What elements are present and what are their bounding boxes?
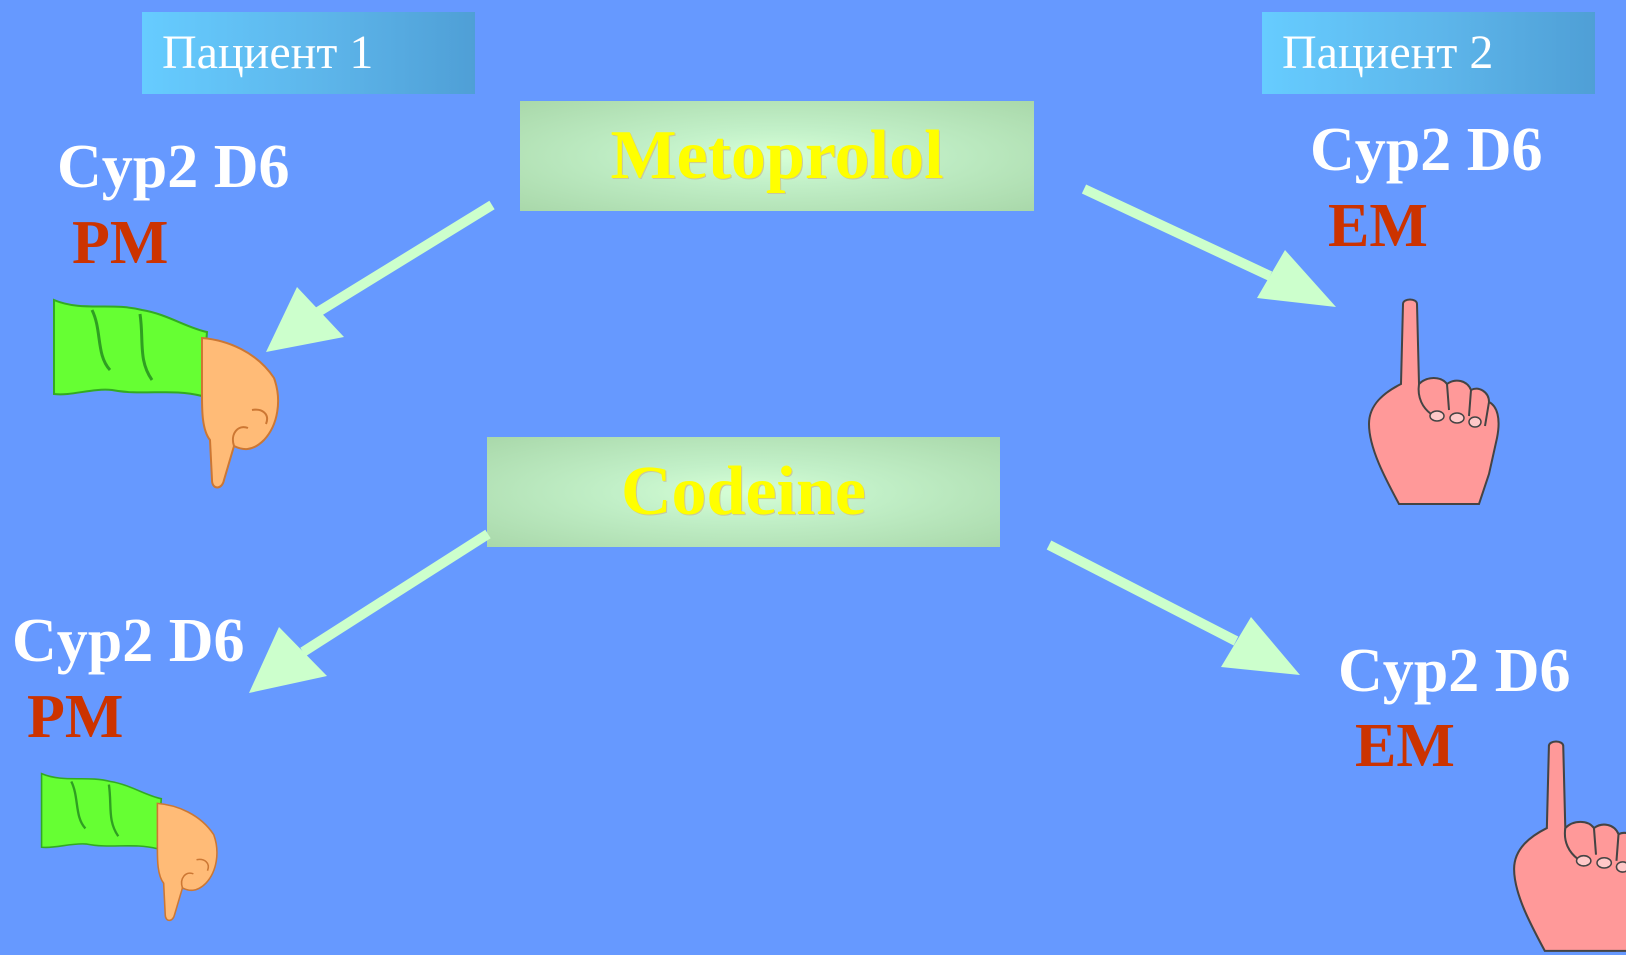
raised-index-finger-icon <box>1367 298 1500 505</box>
drug-box-metoprolol: Metoprolol <box>520 101 1034 211</box>
gene-label-p2-codeine: Cyp2 D6 <box>1338 637 1571 705</box>
gene-label-p2-metoprolol: Cyp2 D6 <box>1310 116 1543 184</box>
arrow-metoprolol-to-patient-2 <box>1081 184 1336 307</box>
phenotype-label-p2-codeine: EM <box>1355 712 1455 780</box>
arrow-codeine-to-patient-2 <box>1046 540 1300 675</box>
arrow-codeine-to-patient-1 <box>249 529 491 693</box>
drug-name-metoprolol: Metoprolol <box>610 117 944 194</box>
gene-label-p1-metoprolol: Cyp2 D6 <box>57 133 290 201</box>
raised-index-finger-icon <box>1513 740 1626 952</box>
drug-box-codeine: Codeine <box>487 437 1000 547</box>
patient-1-header: Пациент 1 <box>142 12 475 94</box>
phenotype-label-p2-metoprolol: EM <box>1328 192 1428 260</box>
thumbs-down-icon <box>40 772 218 922</box>
drug-name-codeine: Codeine <box>621 453 866 530</box>
phenotype-label-p1-metoprolol: PM <box>72 209 169 277</box>
thumbs-down-icon <box>53 298 280 489</box>
gene-label-p1-codeine: Cyp2 D6 <box>12 607 245 675</box>
arrow-metoprolol-to-patient-1 <box>266 200 495 352</box>
patient-2-header: Пациент 2 <box>1262 12 1595 94</box>
phenotype-label-p1-codeine: PM <box>27 683 124 751</box>
